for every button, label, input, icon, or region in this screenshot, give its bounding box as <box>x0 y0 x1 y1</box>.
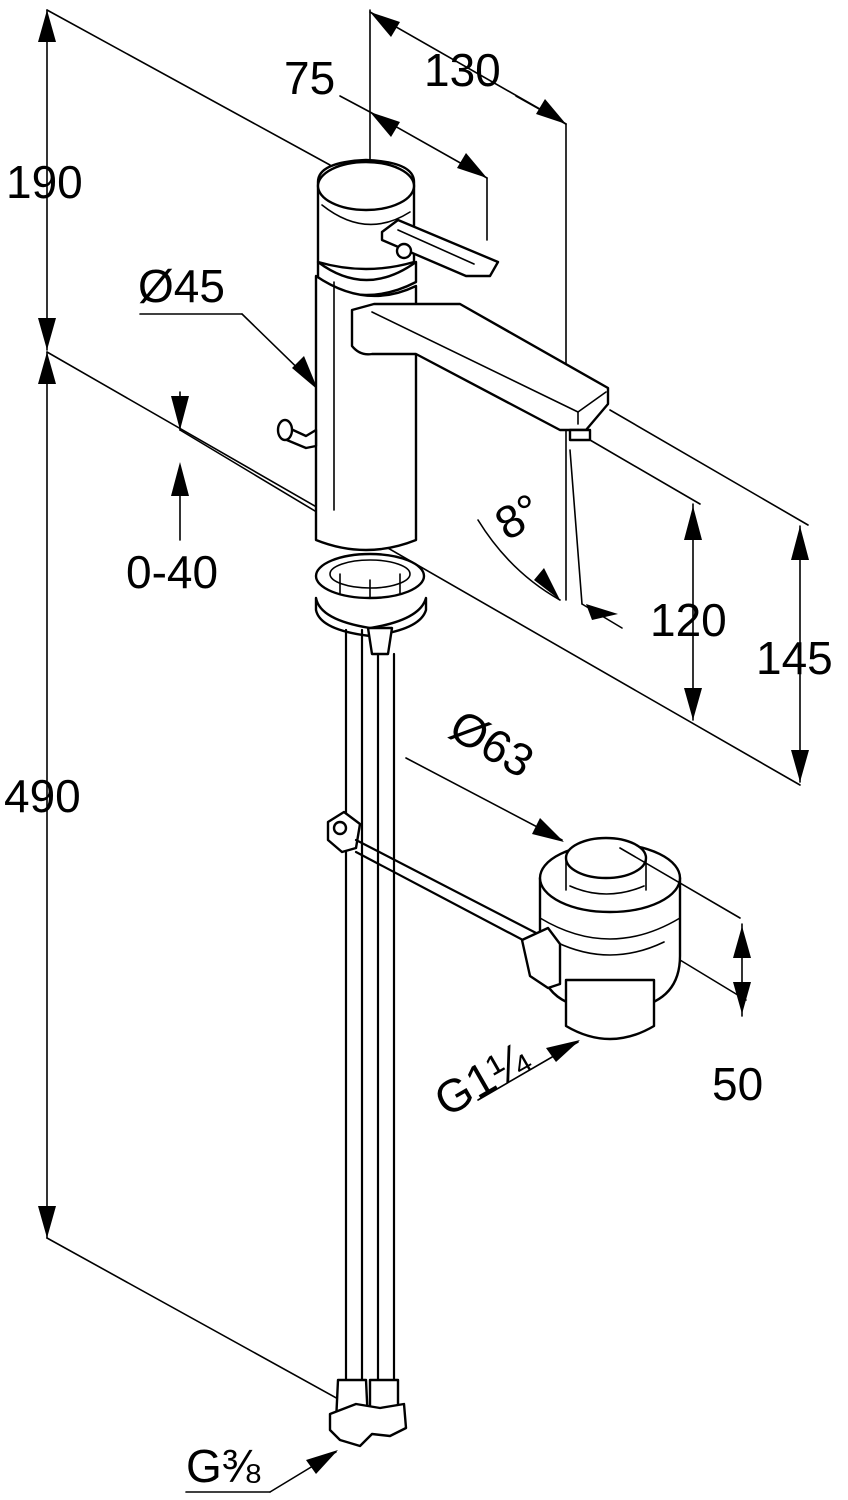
mounting-nut <box>314 552 428 656</box>
dim-leader-d45 <box>139 313 319 390</box>
waste-valve <box>520 836 682 1041</box>
dim-75-label: 75 <box>284 52 335 104</box>
dim-leader-d63 <box>405 757 741 919</box>
pop-up-linkage <box>354 838 542 950</box>
dim-g3-8-label: G⅜ <box>186 1440 261 1492</box>
dim-120-label: 120 <box>650 594 727 646</box>
counter-reference-line <box>46 351 801 786</box>
supply-hoses <box>326 628 408 1448</box>
dim-490-label: 490 <box>4 770 81 822</box>
dim-0-40-label: 0-40 <box>126 546 218 598</box>
dim-50-label: 50 <box>712 1058 763 1110</box>
dim-g1-1-4-label: G1¼ <box>425 1031 538 1126</box>
counter-underside-line <box>179 429 331 521</box>
dim-line-120 <box>589 439 702 721</box>
dim-190-label: 190 <box>6 156 83 208</box>
faucet-body <box>276 158 610 552</box>
dim-145-label: 145 <box>756 632 833 684</box>
dim-line-0-40 <box>171 391 189 541</box>
dim-8deg-label: 8° <box>486 483 550 550</box>
dim-line-145 <box>609 409 809 783</box>
dim-line-490 <box>38 351 341 1401</box>
spout-angle-indicator <box>477 449 623 629</box>
dim-line-75 <box>339 95 488 241</box>
dim-130-label: 130 <box>424 44 501 96</box>
dim-line-130 <box>369 9 567 601</box>
dim-line-190 <box>38 9 331 351</box>
dim-d63-label: Ø63 <box>441 699 542 788</box>
dim-d45-label: Ø45 <box>138 260 225 312</box>
dim-line-50 <box>679 923 751 1017</box>
dim-leader-g3-8 <box>185 1450 338 1493</box>
dim-leader-g1-1-4 <box>477 1040 580 1101</box>
